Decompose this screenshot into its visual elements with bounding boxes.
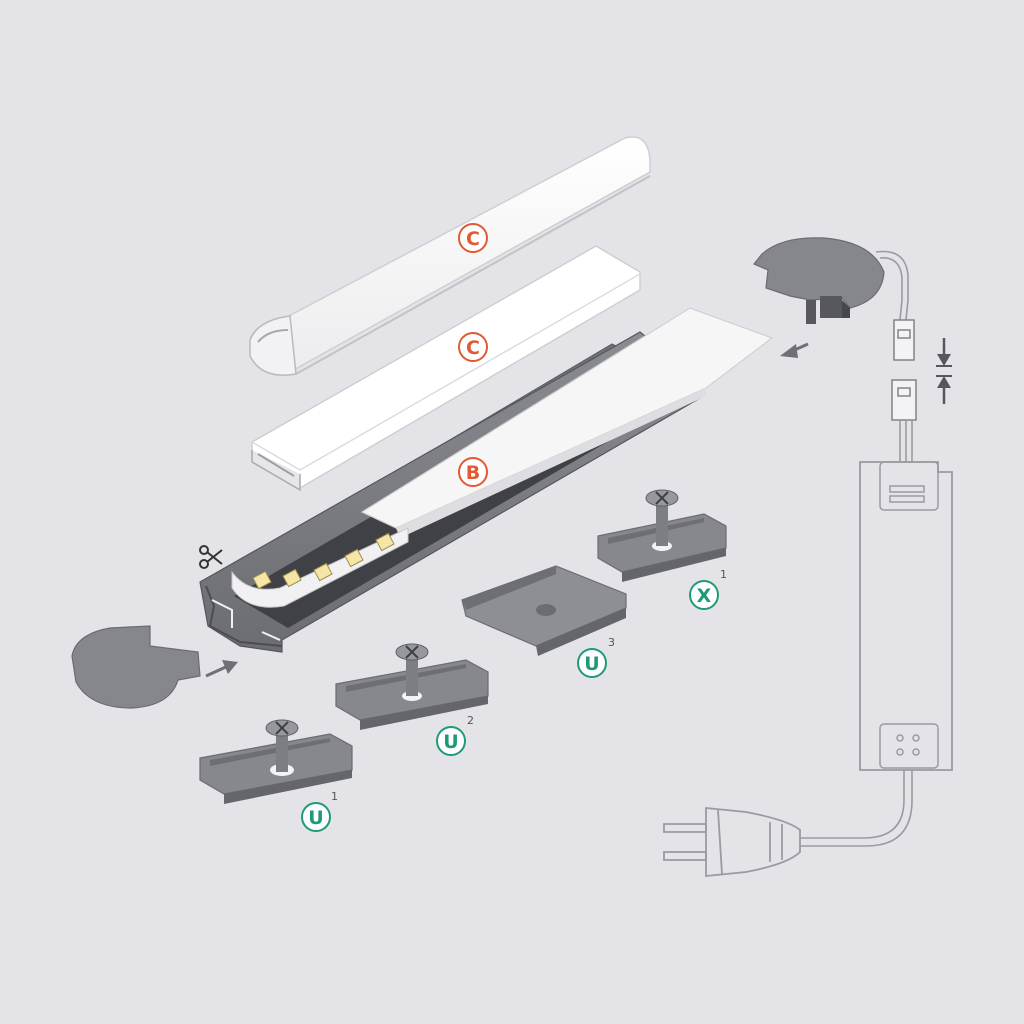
arrow-icon [205,660,238,678]
arrow-icon [780,342,809,358]
flat-diffuser-cover [251,245,641,492]
mounting-clip-u3 [461,565,627,656]
label-index: 1 [720,568,727,581]
round-diffuser-cover [249,136,651,376]
led-chip-icon [252,532,395,590]
label-text: U [308,807,323,829]
label-text: U [584,653,599,675]
label-text: B [466,462,480,484]
plug-icon [663,807,801,877]
label-cover-round: C [458,223,488,253]
label-text: X [697,585,712,607]
cable [875,250,909,321]
label-text: C [466,228,480,250]
cable [899,420,913,462]
led-strip [231,527,409,608]
mounting-clip-u2 [335,643,489,730]
label-index: 2 [467,714,474,727]
label-cover-flat: C [458,332,488,362]
label-clip-u1: U 1 [301,790,338,832]
mounting-clip-u1 [199,719,353,804]
label-index: 1 [331,790,338,803]
screw-icon [645,489,679,507]
label-index: 3 [608,636,615,649]
end-cap-left [71,625,201,709]
label-profile: B [458,457,488,487]
cable [800,770,913,847]
label-clip-u3: U 3 [577,636,615,678]
label-text: C [466,337,480,359]
label-clip-u2: U 2 [436,714,474,756]
screw-icon [265,719,299,737]
label-clip-x: X 1 [689,568,727,610]
connector-icon [891,319,917,421]
label-text: U [443,731,458,753]
mounting-clip-x [597,489,727,582]
scissors-icon [199,545,223,569]
end-cap-right [753,237,885,324]
screw-icon [395,643,429,661]
power-supply [859,461,953,771]
connect-arrows [936,338,952,404]
